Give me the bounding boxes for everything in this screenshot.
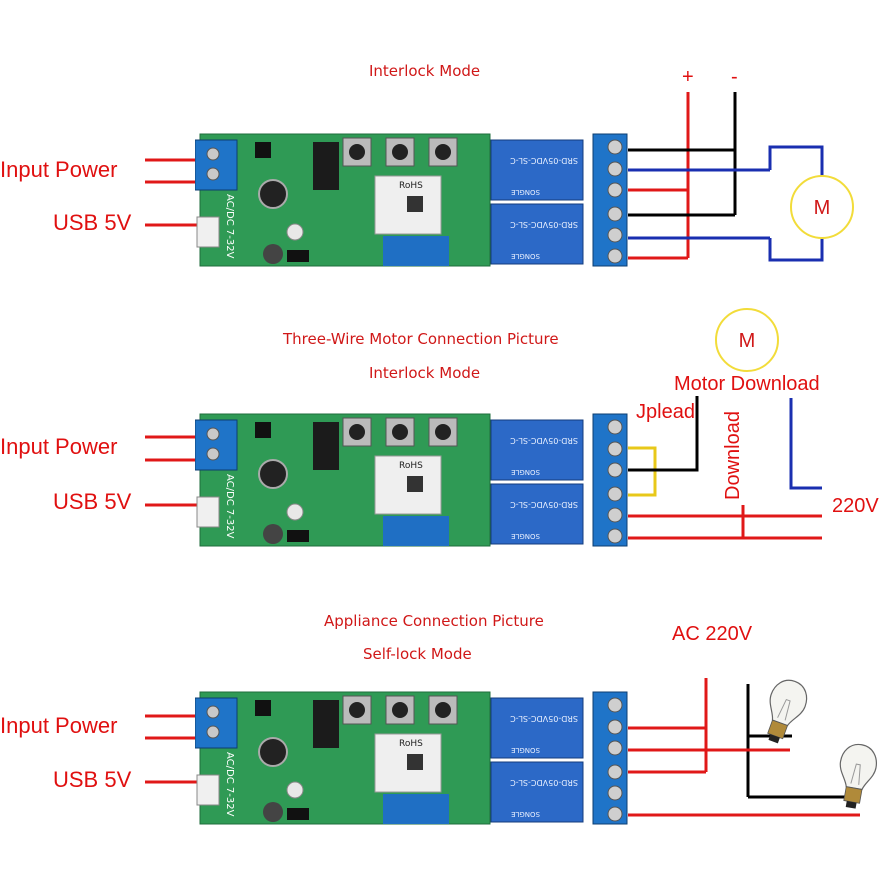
polarity-minus: - bbox=[731, 66, 738, 88]
relay-brand-text: SONGLE bbox=[511, 532, 540, 540]
usb-label: USB 5V bbox=[53, 210, 132, 235]
relay-brand-text: SONGLE bbox=[511, 746, 540, 754]
input-power-label: Input Power bbox=[0, 713, 118, 738]
supply-text: AC/DC 7-32V bbox=[224, 752, 235, 817]
caption-title: Appliance Connection Picture bbox=[324, 612, 544, 630]
relay-model-text: SRD-05VDC-SL-C bbox=[510, 156, 578, 165]
rohs-mark: RoHS bbox=[399, 739, 423, 749]
usb-label: USB 5V bbox=[53, 767, 132, 792]
relay-model-text: SRD-05VDC-SL-C bbox=[510, 220, 578, 229]
motor-symbol: M bbox=[739, 330, 756, 352]
motor-download-label: Motor Download bbox=[674, 373, 820, 395]
caption-mode: Interlock Mode bbox=[369, 62, 481, 80]
polarity-plus: + bbox=[682, 66, 694, 88]
upload-label: Jplead bbox=[636, 401, 695, 423]
relay-brand-text: SONGLE bbox=[511, 252, 540, 260]
download-label: Download bbox=[722, 411, 744, 500]
relay-brand-text: SONGLE bbox=[511, 468, 540, 476]
relay-model-text: SRD-05VDC-SL-C bbox=[510, 436, 578, 445]
input-power-label: Input Power bbox=[0, 434, 118, 459]
relay-module-board: AC/DC 7-32V RoHS SRD-05VDC-SL-C SONGLE SRD-0… bbox=[194, 133, 628, 267]
relay-module-board: AC/DC 7-32V RoHS SRD-05VDC-SL-C SONGLE SRD-0… bbox=[194, 691, 628, 825]
caption-mode: Interlock Mode bbox=[369, 364, 481, 382]
relay-model-text: SRD-05VDC-SL-C bbox=[510, 714, 578, 723]
light-bulb-icon bbox=[767, 679, 808, 744]
relay-model-text: SRD-05VDC-SL-C bbox=[510, 500, 578, 509]
relay-brand-text: SONGLE bbox=[511, 188, 540, 196]
motor-symbol: M bbox=[814, 197, 831, 219]
supply-text: AC/DC 7-32V bbox=[224, 194, 235, 259]
relay-module-board: AC/DC 7-32V RoHS SRD-05VDC-SL-C SONGLE SRD-0… bbox=[194, 413, 628, 547]
relay-board-3: AC/DC 7-32V RoHS SRD-05VDC-SL-C SONGLE SRD-0… bbox=[194, 690, 632, 835]
ac-voltage-label: AC 220V bbox=[672, 623, 753, 645]
caption-mode: Self-lock Mode bbox=[363, 645, 472, 663]
relay-board-2: AC/DC 7-32V RoHS SRD-05VDC-SL-C SONGLE SRD-0… bbox=[194, 412, 632, 557]
relay-brand-text: SONGLE bbox=[511, 810, 540, 818]
input-power-label: Input Power bbox=[0, 157, 118, 182]
supply-text: AC/DC 7-32V bbox=[224, 474, 235, 539]
voltage-label: 220V bbox=[832, 495, 879, 517]
rohs-mark: RoHS bbox=[399, 461, 423, 471]
caption-title: Three-Wire Motor Connection Picture bbox=[283, 330, 559, 348]
light-bulb-icon bbox=[839, 743, 877, 809]
usb-label: USB 5V bbox=[53, 489, 132, 514]
relay-model-text: SRD-05VDC-SL-C bbox=[510, 778, 578, 787]
relay-board-1: AC/DC 7-32V RoHS SRD-05VDC-SL-C SONGLE SRD-0… bbox=[194, 132, 632, 277]
rohs-mark: RoHS bbox=[399, 181, 423, 191]
